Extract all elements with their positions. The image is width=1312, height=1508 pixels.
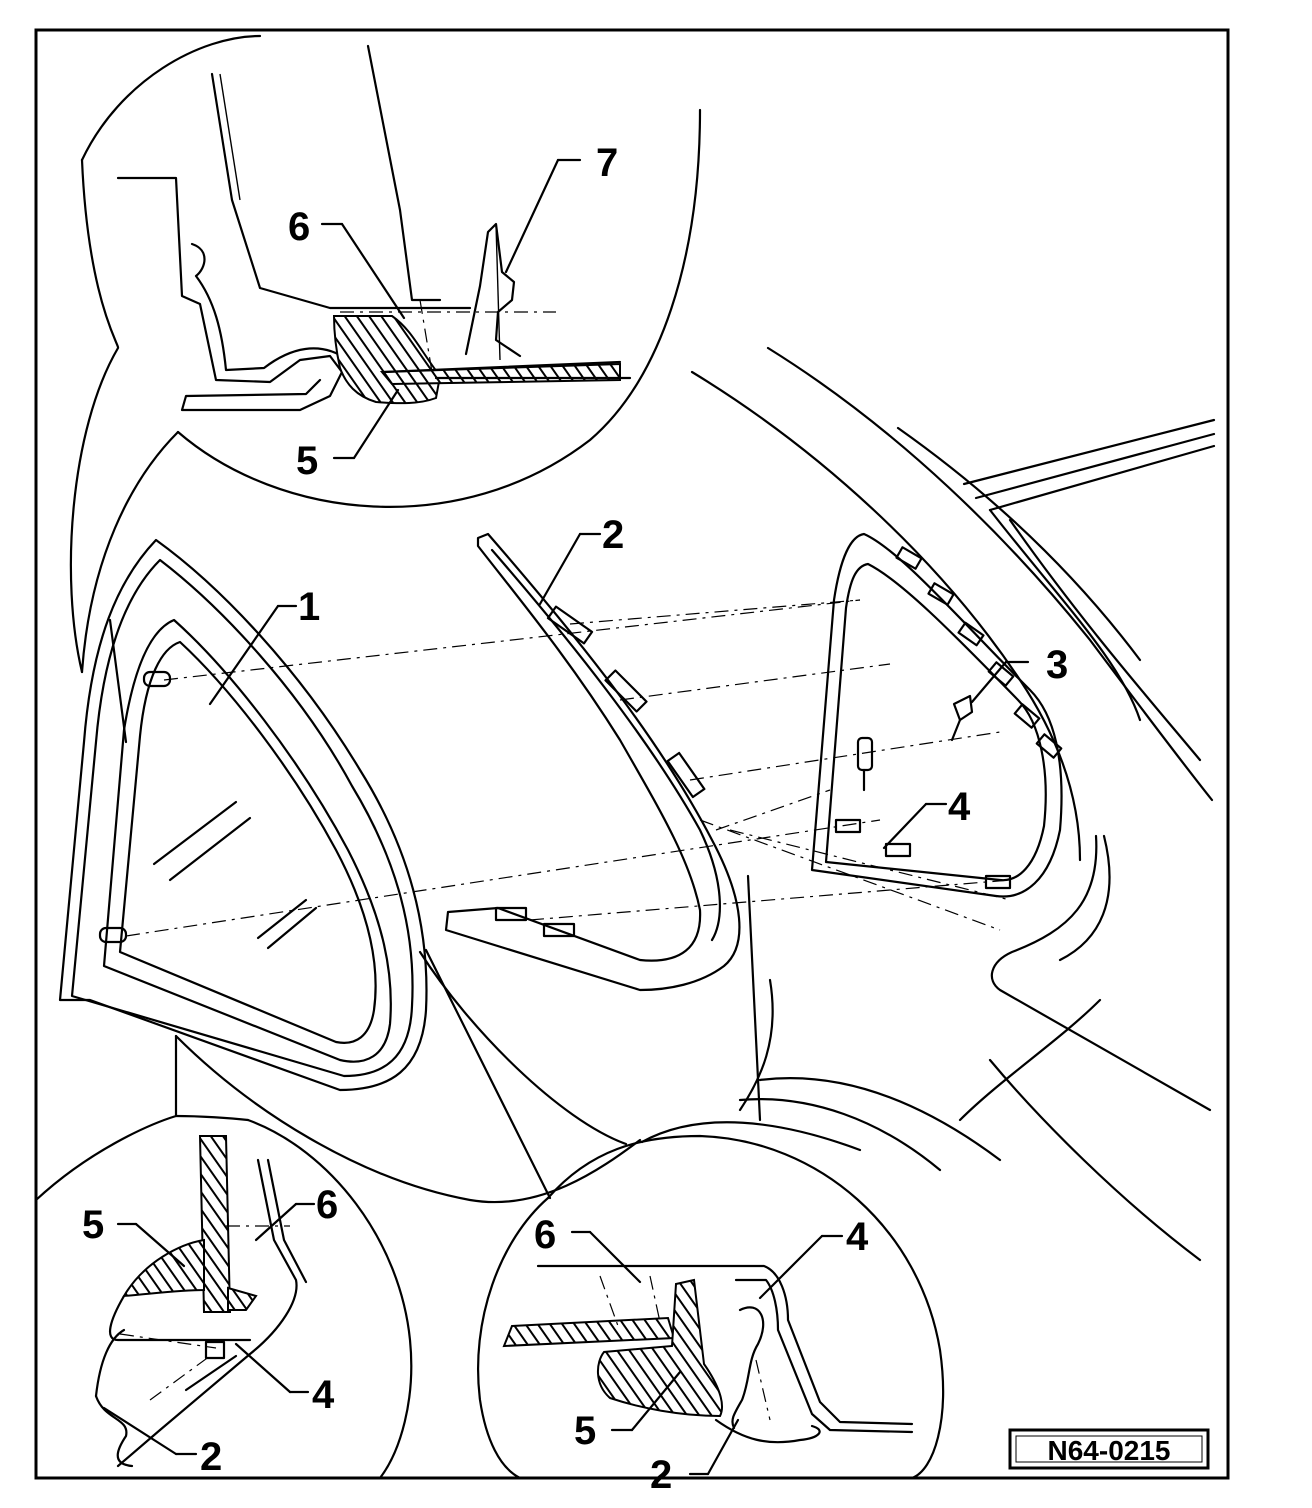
diagram-frame — [34, 28, 1230, 1480]
callout-1: 1 — [298, 585, 320, 629]
callout-5-bottom-left: 5 — [82, 1203, 104, 1247]
main-view — [58, 346, 1216, 1262]
callout-5-bottom-right: 5 — [574, 1409, 596, 1453]
callout-3: 3 — [1046, 643, 1068, 687]
callout-4-bottom-right: 4 — [846, 1215, 869, 1259]
bottom-left-callouts: 5 6 4 2 — [82, 1183, 338, 1479]
callout-4-main: 4 — [948, 785, 971, 829]
main-view-callouts: 1 2 3 4 — [208, 513, 1068, 850]
top-detail-inset — [69, 34, 702, 674]
bottom-right-callouts: 6 4 5 2 — [534, 1213, 869, 1497]
bottom-left-detail-inset — [34, 1034, 413, 1480]
callout-6-top: 6 — [288, 205, 310, 249]
callout-6-bottom-right: 6 — [534, 1213, 556, 1257]
callout-7: 7 — [596, 141, 618, 185]
callout-2-bottom-left: 2 — [200, 1435, 222, 1479]
bottom-right-detail-inset — [476, 1134, 945, 1480]
reference-code: N64-0215 — [1048, 1435, 1171, 1466]
top-inset-callouts: 7 6 5 — [288, 141, 618, 483]
body-clips — [834, 546, 1063, 890]
callout-6-bottom-left: 6 — [316, 1183, 338, 1227]
callout-5-top: 5 — [296, 439, 318, 483]
callout-4-bottom-left: 4 — [312, 1373, 335, 1417]
callout-2-bottom-right: 2 — [650, 1453, 672, 1497]
callout-2-main: 2 — [602, 513, 624, 557]
reference-code-box: N64-0215 — [1008, 1428, 1210, 1470]
